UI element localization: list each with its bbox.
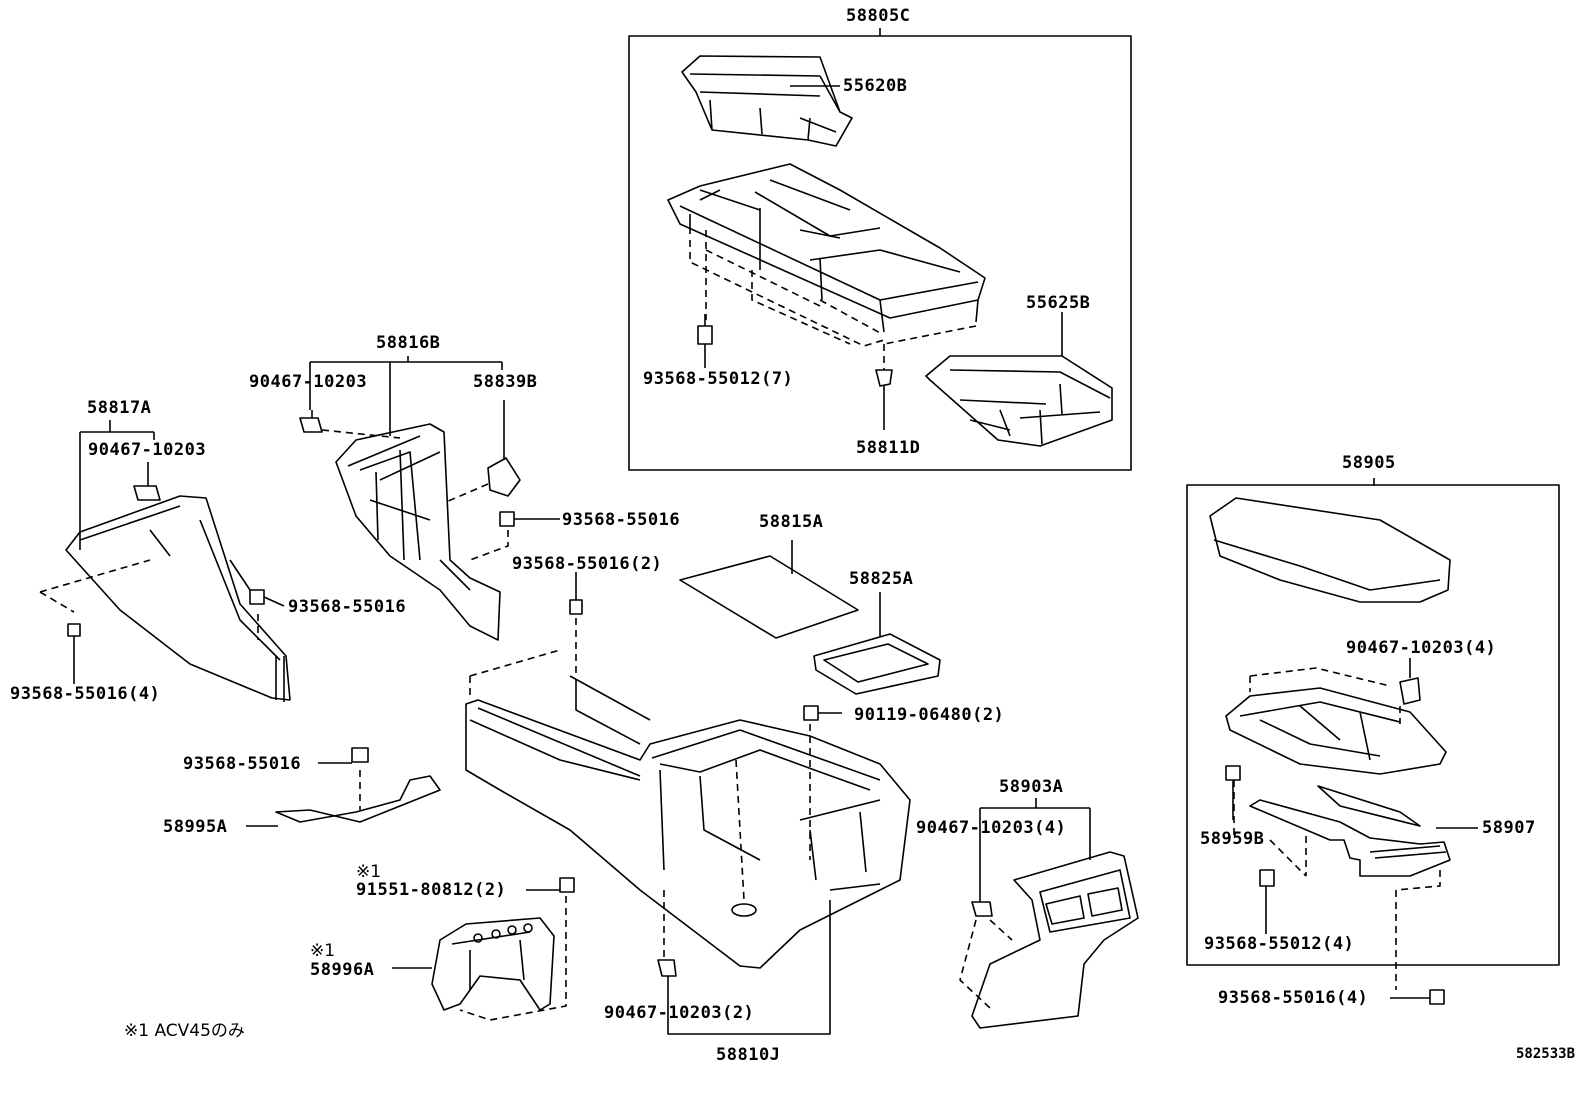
clip-90467-upper bbox=[299, 410, 323, 433]
label-58839B[interactable]: 58839B bbox=[473, 372, 538, 392]
note-mark-1a: ※1 bbox=[356, 862, 382, 882]
label-90467-10203-4-rear[interactable]: 90467-10203(4) bbox=[916, 818, 1067, 838]
leaders-upper bbox=[704, 28, 1063, 368]
label-93568-55016-4-left[interactable]: 93568-55016(4) bbox=[10, 684, 161, 704]
label-58825A[interactable]: 58825A bbox=[849, 569, 914, 589]
bolt-90119 bbox=[569, 572, 842, 721]
label-55625B[interactable]: 55625B bbox=[1026, 293, 1091, 313]
part-58995A bbox=[246, 775, 441, 827]
dashes-58816B bbox=[321, 429, 509, 561]
part-58825A bbox=[813, 592, 941, 695]
label-58816B[interactable]: 58816B bbox=[376, 333, 441, 353]
clip-90467-bottom bbox=[657, 900, 831, 1035]
part-58903A bbox=[971, 851, 1139, 1029]
label-93568-55012-7[interactable]: 93568-55012(7) bbox=[643, 369, 794, 389]
bolt-91551 bbox=[526, 877, 575, 893]
label-93568-55016-bracket[interactable]: 93568-55016 bbox=[183, 754, 302, 774]
label-93568-55016-4-right[interactable]: 93568-55016(4) bbox=[1218, 988, 1369, 1008]
bolts-left bbox=[67, 511, 560, 684]
part-58907 bbox=[1249, 785, 1478, 877]
tray-dashed-lines bbox=[689, 230, 977, 372]
dashes-58996A bbox=[459, 896, 567, 1021]
clip-58811D bbox=[875, 369, 893, 430]
leader-58903A bbox=[979, 798, 1091, 860]
part-58905-lid bbox=[1209, 478, 1451, 603]
label-58959B[interactable]: 58959B bbox=[1200, 829, 1265, 849]
label-58903A[interactable]: 58903A bbox=[999, 777, 1064, 797]
label-58810J[interactable]: 58810J bbox=[716, 1045, 781, 1065]
note-mark-1b: ※1 bbox=[310, 941, 336, 961]
bolt-58995A bbox=[318, 747, 369, 764]
label-55620B[interactable]: 55620B bbox=[843, 76, 908, 96]
clip-90467-58905 bbox=[1399, 658, 1421, 705]
part-58839B bbox=[487, 400, 521, 497]
label-90467-10203-left[interactable]: 90467-10203 bbox=[88, 440, 207, 460]
dashes-58905 bbox=[1233, 667, 1441, 990]
footnote: ※1 ACV45のみ bbox=[124, 1021, 245, 1041]
clip-90467-left bbox=[133, 462, 161, 501]
part-58905-base bbox=[1225, 687, 1447, 775]
label-58817A[interactable]: 58817A bbox=[87, 398, 152, 418]
group-box-58905 bbox=[1186, 484, 1560, 966]
label-93568-55016-2[interactable]: 93568-55016(2) bbox=[512, 554, 663, 574]
part-55620B bbox=[681, 55, 853, 147]
label-93568-55016-mid[interactable]: 93568-55016 bbox=[288, 597, 407, 617]
bolts-58905 bbox=[1225, 765, 1445, 1005]
diagram-code: 582533B bbox=[1516, 1046, 1576, 1062]
label-58905[interactable]: 58905 bbox=[1342, 453, 1396, 473]
leader-58817A bbox=[79, 420, 155, 550]
part-58996A bbox=[392, 917, 555, 1011]
label-90467-10203-2[interactable]: 90467-10203(2) bbox=[604, 1003, 755, 1023]
part-55625B bbox=[925, 355, 1113, 447]
clip-90467-rear bbox=[971, 836, 993, 917]
label-90119-06480-2[interactable]: 90119-06480(2) bbox=[854, 705, 1005, 725]
label-58815A[interactable]: 58815A bbox=[759, 512, 824, 532]
dashes-58817A bbox=[39, 559, 259, 640]
part-58805C-tray bbox=[667, 163, 986, 333]
dashes-58903A bbox=[959, 919, 1013, 1009]
label-91551-80812-2[interactable]: 91551-80812(2) bbox=[356, 880, 507, 900]
label-58907[interactable]: 58907 bbox=[1482, 818, 1536, 838]
leader-58816B bbox=[309, 356, 503, 436]
label-58995A[interactable]: 58995A bbox=[163, 817, 228, 837]
part-58815A bbox=[679, 540, 859, 639]
label-93568-55016-right[interactable]: 93568-55016 bbox=[562, 510, 681, 530]
label-58805C[interactable]: 58805C bbox=[846, 6, 911, 26]
label-58811D[interactable]: 58811D bbox=[856, 438, 921, 458]
label-90467-10203-4-right[interactable]: 90467-10203(4) bbox=[1346, 638, 1497, 658]
label-58996A[interactable]: 58996A bbox=[310, 960, 375, 980]
part-58817A bbox=[65, 495, 291, 702]
part-58816B bbox=[335, 423, 501, 641]
bolt-93568-55012-upper bbox=[697, 314, 713, 364]
label-90467-10203-upper[interactable]: 90467-10203 bbox=[249, 372, 368, 392]
dashes-58810J bbox=[469, 606, 811, 960]
label-93568-55012-4[interactable]: 93568-55012(4) bbox=[1204, 934, 1355, 954]
